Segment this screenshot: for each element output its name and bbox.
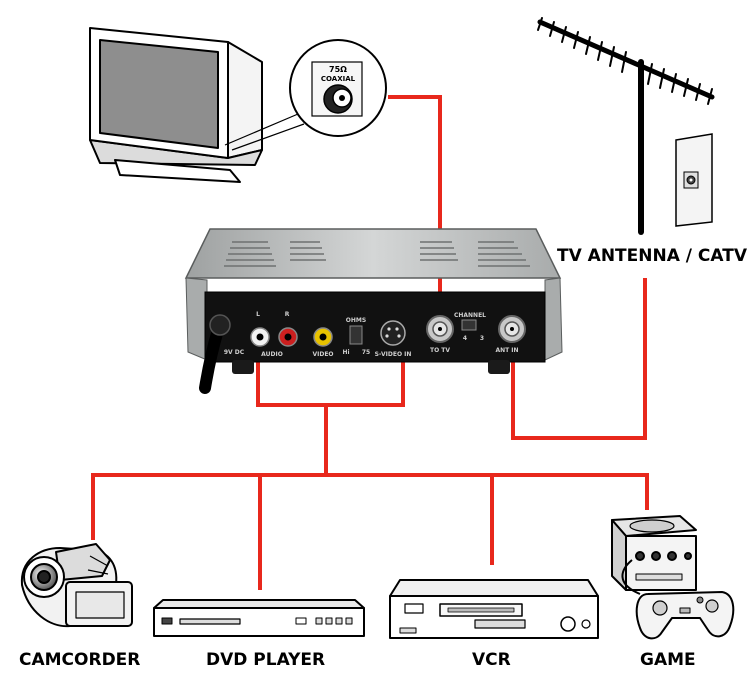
box-label-r: R xyxy=(285,311,290,318)
cable-antenna-to-box xyxy=(511,278,647,440)
wall-plate-icon xyxy=(675,133,713,227)
rca-audio-right-jack xyxy=(278,327,298,347)
vcr-icon xyxy=(389,579,599,639)
to-tv-coax-jack xyxy=(426,315,454,343)
tv-antenna-icon xyxy=(537,17,715,235)
box-label-audio: AUDIO xyxy=(261,351,283,358)
box-label-ohm-hi: Hi xyxy=(342,349,349,356)
label-tv-antenna: TV ANTENNA / CATV xyxy=(557,246,748,266)
label-game: GAME xyxy=(640,650,696,670)
box-label-svideo: S-VIDEO IN xyxy=(375,351,412,358)
box-label-ch4: 4 xyxy=(463,335,467,342)
television xyxy=(89,27,305,183)
device-labels: TV ANTENNA / CATV CAMCORDER DVD PLAYER V… xyxy=(19,246,748,670)
label-dvd-player: DVD PLAYER xyxy=(206,650,325,670)
box-label-ohms: OHMS xyxy=(346,317,366,324)
box-label-ant-in: ANT IN xyxy=(495,347,518,354)
tv-port-impedance: 75Ω xyxy=(329,65,347,74)
svideo-jack xyxy=(380,320,406,346)
tv-coax-callout: 75Ω COAXIAL xyxy=(289,39,387,137)
box-label-ohm-75: 75 xyxy=(362,349,370,356)
cable-tv-to-box xyxy=(388,95,442,314)
cable-distribution-bus xyxy=(91,473,649,540)
label-camcorder: CAMCORDER xyxy=(19,650,140,670)
tv-port-type: COAXIAL xyxy=(321,75,356,83)
cable-av-inputs xyxy=(256,358,405,407)
box-label-to-tv: TO TV xyxy=(430,347,450,354)
box-label-dc: 9V DC xyxy=(224,349,245,356)
rca-video-jack xyxy=(313,327,333,347)
box-label-l: L xyxy=(256,311,260,318)
label-vcr: VCR xyxy=(472,650,511,670)
box-label-channel: CHANNEL xyxy=(454,312,486,319)
camcorder-icon xyxy=(20,543,133,628)
box-label-ch3: 3 xyxy=(480,335,484,342)
ant-in-coax-jack xyxy=(498,315,526,343)
dvd-player-icon xyxy=(153,599,365,637)
box-label-video: VIDEO xyxy=(312,351,333,358)
rca-audio-left-jack xyxy=(250,327,270,347)
game-console-icon xyxy=(611,515,735,640)
rf-modulator-box: L R AUDIO VIDEO OHMS Hi 75 S-VIDEO IN CH… xyxy=(184,228,563,394)
